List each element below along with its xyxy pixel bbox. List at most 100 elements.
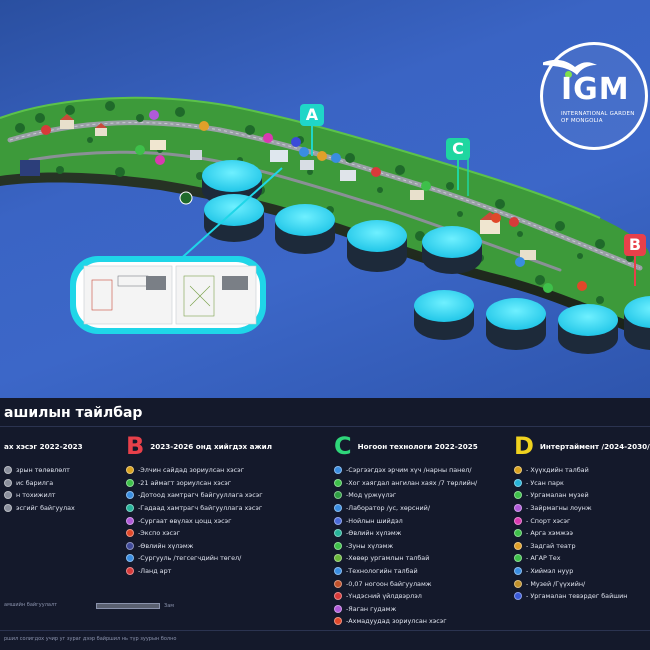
legend-item-icon	[334, 617, 342, 626]
legend-item-label: -Мод үржүүлэг	[346, 491, 397, 500]
legend-item: - Хиймэл нуур	[514, 565, 650, 578]
legend-item-label: -Лаборатор /ус, хөрсний/	[346, 504, 430, 513]
legend-item-label: -Хог хаягдал ангилан хаях /7 төрлийн/	[346, 478, 478, 487]
legend-item-label: -Технологийн талбай	[346, 567, 418, 576]
legend-item-icon	[514, 466, 522, 475]
legend-item: -0,07 ногоон байгууламж	[334, 577, 512, 590]
legend-item-icon	[334, 478, 342, 487]
legend-item-label: - Хиймэл нуур	[526, 567, 574, 576]
logo-dot	[565, 71, 572, 78]
masterplan-map[interactable]: A C B IGM INTERNATIONAL GARDEN OF MONGOL…	[0, 0, 650, 398]
zone-pin-a[interactable]: A	[300, 104, 324, 156]
legend-item-list: -Элчин сайдад зориулсан хэсэг -21 аймагт …	[126, 464, 326, 577]
legend-item: - Усан парк	[514, 477, 650, 490]
legend-column-title: ах хэсэг 2022-2023	[4, 441, 83, 451]
legend-item: - Зайрмагны лоунж	[514, 502, 650, 515]
legend-item: -Зуны хүлэмж	[334, 540, 512, 553]
legend-item: -Үндэсний үйлдвэрлэл	[334, 590, 512, 603]
legend-item-icon	[334, 516, 342, 525]
legend-item-label: зрын төлөвлөлт	[16, 466, 70, 475]
legend-item: -Сургаат өвүлах цоцц хэсэг	[126, 514, 326, 527]
legend-item: - Задгай театр	[514, 540, 650, 553]
bottom-divider	[0, 630, 650, 631]
legend-item-label: -Нойлын шийдэл	[346, 516, 403, 525]
legend-item: - Спорт хэсэг	[514, 514, 650, 527]
legend-item-label: -Үндэсний үйлдвэрлэл	[346, 592, 422, 601]
legend-item-label: -21 аймагт зориулсан хэсэг	[138, 478, 232, 487]
legend-item-label: -Ахмадуудад зориулсан хэсэг	[346, 617, 447, 626]
legend-item: - Ургамалан музей	[514, 489, 650, 502]
legend-item-icon	[126, 529, 134, 538]
legend-item-label: - Музей /Гүүхийн/	[526, 579, 586, 588]
legend-item: - Хүүхдийн талбай	[514, 464, 650, 477]
legend-item-label: -Зуны хүлэмж	[346, 541, 394, 550]
legend-item-icon	[126, 466, 134, 475]
legend-item-label: - Задгай театр	[526, 541, 576, 550]
igm-logo: IGM INTERNATIONAL GARDEN OF MONGOLIA	[540, 42, 648, 150]
legend-column-title: Ногоон технологи 2022-2025	[357, 441, 478, 451]
buildings	[20, 114, 536, 260]
legend-item-label: - Ургамалан тевэрдег байшин	[526, 592, 628, 601]
legend-item-icon	[514, 592, 522, 601]
legend-item: -Сургууль /тегсегчдийн төгел/	[126, 552, 326, 565]
legend-item-icon	[126, 478, 134, 487]
legend-item: -Мод үржүүлэг	[334, 489, 512, 502]
legend-column-a: ах хэсэг 2022-2023 зрын төлөвлөлт ис барил…	[4, 434, 122, 514]
legend-item-icon	[126, 554, 134, 563]
legend-item: - Музей /Гүүхийн/	[514, 577, 650, 590]
legend-item-label: -Ланд арт	[138, 567, 172, 576]
legend-item-icon	[514, 541, 522, 550]
legend-item: эсгийг байгуулах	[4, 502, 122, 515]
scale-left-label: амшийн байгуулалт	[4, 602, 58, 608]
legend-item-icon	[334, 466, 342, 475]
legend-item-icon	[334, 592, 342, 601]
legend-item-icon	[514, 579, 522, 588]
legend-item-label: -Сэргээгдэх эрчим хүч /нарны панел/	[346, 466, 472, 475]
legend-item: -Дотоод хамтрагч байгууллага хэсэг	[126, 489, 326, 502]
zone-pin-c[interactable]: C	[446, 138, 470, 190]
legend-title: ашилын тайлбар	[4, 405, 143, 421]
legend-item: -21 аймагт зориулсан хэсэг	[126, 477, 326, 490]
reservoirs	[202, 160, 650, 354]
legend-item: -Ахмадуудад зориулсан хэсэг	[334, 615, 512, 628]
logo-text: IGM	[561, 72, 630, 107]
legend-column-header: D Интертаймент /2024-2030/	[514, 434, 650, 458]
legend-item-icon	[334, 604, 342, 613]
legend-item-label: - Усан парк	[526, 478, 564, 487]
legend-item-label: - Ургамалан музей	[526, 491, 589, 500]
zone-pin-b[interactable]: B	[624, 234, 646, 286]
legend-column-letter: D	[514, 432, 534, 460]
legend-column-d: D Интертаймент /2024-2030/ - Хүүхдийн талб…	[514, 434, 650, 603]
legend-item-icon	[514, 478, 522, 487]
footnote: ршил солигдох учир уг зураг дээр байршил…	[4, 636, 177, 642]
legend-item-label: -Дотоод хамтрагч байгууллага хэсэг	[138, 491, 263, 500]
legend-item: - Арга хэмжээ	[514, 527, 650, 540]
legend-item-label: - Хүүхдийн талбай	[526, 466, 589, 475]
legend-item-icon	[334, 579, 342, 588]
legend-item: -Технологийн талбай	[334, 565, 512, 578]
legend-item-icon	[126, 567, 134, 576]
bird-icon	[543, 60, 597, 75]
legend-item-label: -Сургаат өвүлах цоцц хэсэг	[138, 516, 232, 525]
legend-divider	[0, 426, 650, 427]
legend-item-icon	[514, 504, 522, 513]
legend-item-icon	[334, 554, 342, 563]
map-illustration	[0, 96, 650, 354]
legend-item-icon	[126, 491, 134, 500]
legend-item-icon	[334, 529, 342, 538]
legend-item-label: ис барилга	[16, 478, 54, 487]
legend-item-icon	[514, 491, 522, 500]
legend-item: - Ургамалан тевэрдег байшин	[514, 590, 650, 603]
legend-item-label: -Хөвөр ургамлын талбай	[346, 554, 430, 563]
legend-item: -Хог хаягдал ангилан хаях /7 төрлийн/	[334, 477, 512, 490]
legend-item-label: -Сургууль /тегсегчдийн төгел/	[138, 554, 242, 563]
legend-item-icon	[4, 491, 12, 500]
legend-item: зрын төлөвлөлт	[4, 464, 122, 477]
legend-item: -Нойлын шийдэл	[334, 514, 512, 527]
legend-item-label: -Элчин сайдад зориулсан хэсэг	[138, 466, 245, 475]
legend-item: -Элчин сайдад зориулсан хэсэг	[126, 464, 326, 477]
legend-column-title: Интертаймент /2024-2030/	[539, 441, 650, 451]
